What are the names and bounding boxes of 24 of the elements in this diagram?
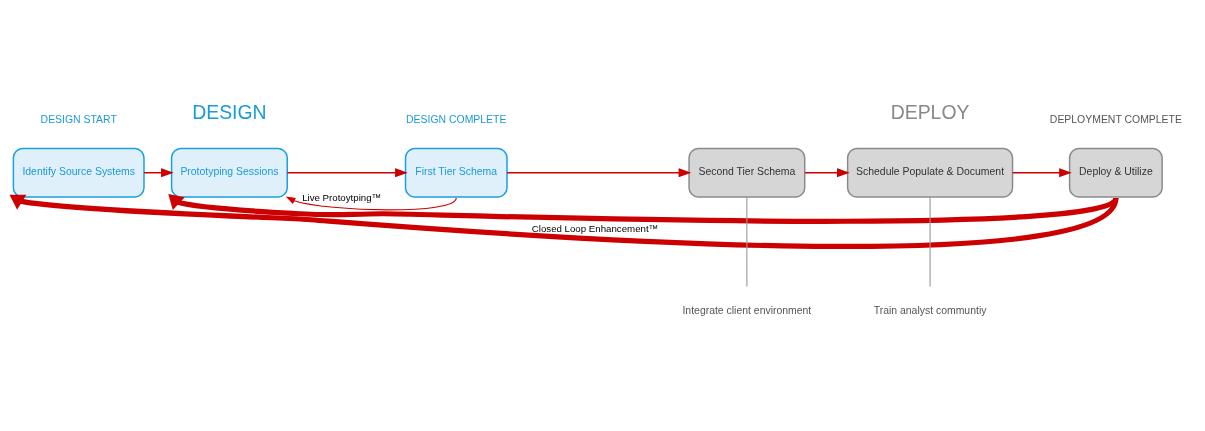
node-box: First Tier Schema — [404, 147, 508, 198]
connector — [929, 196, 931, 287]
node-box: Schedule Populate & Document — [846, 147, 1014, 198]
arrow — [804, 167, 850, 177]
label: DESIGN START — [40, 113, 117, 124]
arrow — [9, 194, 1118, 249]
node-box: Deploy & Utilize — [1068, 147, 1163, 198]
connector — [746, 196, 748, 287]
node-text: Train analyst communtiy — [873, 304, 987, 316]
arrow — [506, 167, 692, 177]
label: DESIGN COMPLETE — [406, 113, 507, 124]
node-box: Prototyping Sessions — [170, 147, 288, 198]
node-text: Integrate client environment — [682, 304, 812, 316]
arrow — [286, 167, 408, 177]
arrow — [168, 193, 1118, 224]
edge-label: Live Protoytping™ — [302, 191, 382, 203]
label: DESIGN — [192, 100, 267, 123]
node-box: Identify Source Systems — [12, 147, 145, 198]
arrow — [1012, 167, 1072, 177]
label: DEPLOY — [890, 100, 970, 123]
edge-label: Closed Loop Enhancement™ — [531, 222, 659, 234]
arrow — [285, 196, 457, 210]
label: DEPLOYMENT COMPLETE — [1049, 113, 1182, 124]
node-box: Second Tier Schema — [688, 147, 806, 198]
